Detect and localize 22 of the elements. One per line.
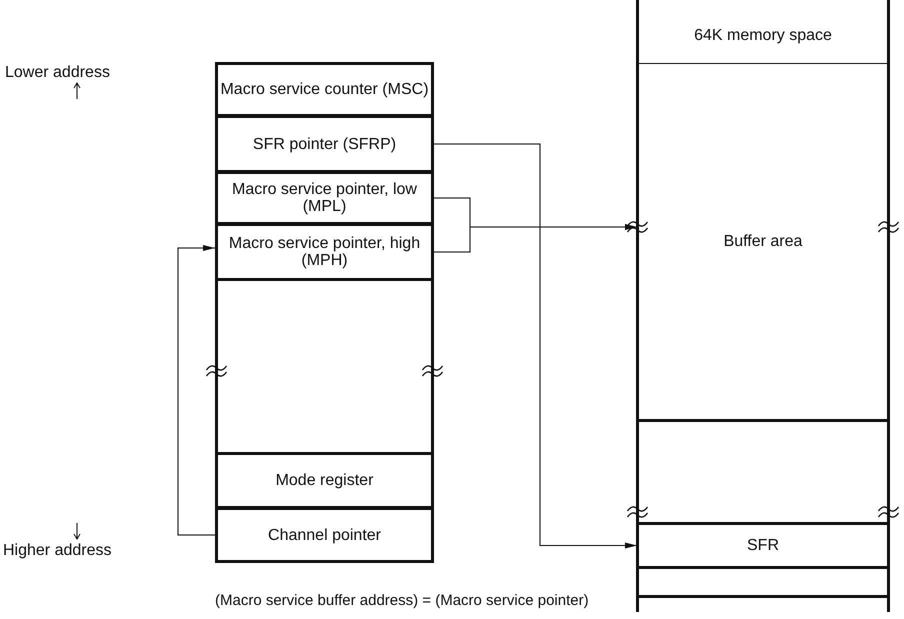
cell-label: Macro service pointer, low (MPL) (231, 181, 418, 215)
register-cell (215, 171, 434, 225)
connector-arrow (434, 224, 638, 252)
register-cell (215, 507, 434, 563)
caption: (Macro service buffer address) = (Macro service pointer) (215, 592, 589, 609)
register-cell (215, 452, 434, 509)
cell-label: 64K memory space (694, 27, 832, 44)
register-cell (215, 62, 434, 117)
address-label: Higher address (3, 542, 112, 560)
cell-label: SFR (747, 537, 779, 554)
memory-region (636, 522, 890, 569)
connector-arrow (434, 144, 638, 548)
cell-label: Channel pointer (268, 526, 381, 544)
cell-label: Macro service counter (MSC) (220, 81, 429, 98)
cell-label: Macro service pointer, high (MPH) (228, 235, 422, 269)
cell-label: Mode register (276, 472, 374, 489)
connector-arrow (178, 245, 216, 536)
cell-label: SFR pointer (SFRP) (252, 136, 396, 152)
register-cell (215, 115, 434, 173)
register-cell (215, 223, 434, 281)
address-label: Lower address (5, 64, 110, 82)
cell-label: Buffer area (724, 233, 802, 250)
